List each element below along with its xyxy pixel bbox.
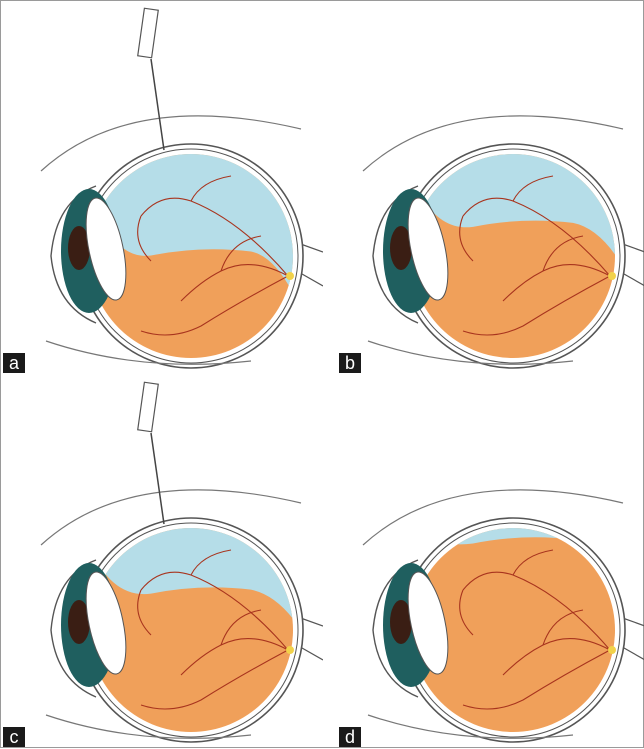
eye-diagram-c: [1, 375, 323, 749]
panel-a: a: [1, 1, 323, 375]
optic-disc: [286, 272, 294, 280]
panel-c: c: [1, 375, 323, 749]
panel-d: d: [323, 375, 644, 749]
panel-label-b: b: [339, 353, 361, 373]
optic-disc: [608, 272, 616, 280]
eye-diagram-b: [323, 1, 644, 375]
optic-disc: [286, 646, 294, 654]
panel-label-a: a: [3, 353, 25, 373]
eye-diagram-a: [1, 1, 323, 375]
panel-label-d: d: [339, 727, 361, 747]
syringe-icon: [138, 8, 164, 150]
panel-b: b: [323, 1, 644, 375]
syringe-icon: [138, 382, 164, 524]
eye-diagram-d: [323, 375, 644, 749]
optic-disc: [608, 646, 616, 654]
panel-label-c: c: [3, 727, 25, 747]
